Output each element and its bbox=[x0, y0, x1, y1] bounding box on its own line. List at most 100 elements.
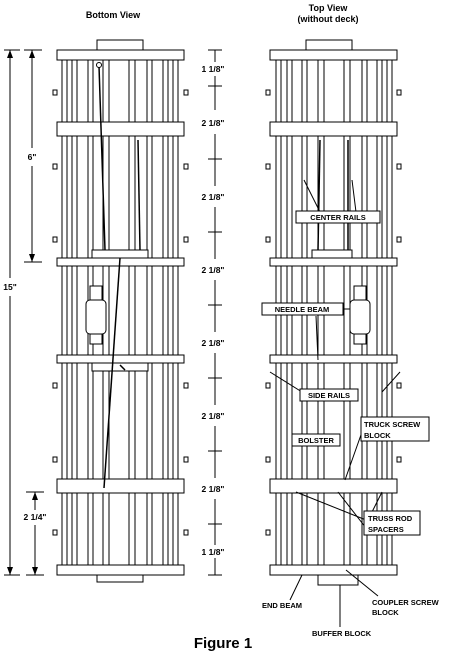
stud bbox=[52, 163, 58, 170]
stud bbox=[396, 163, 402, 170]
bolster-label: BOLSTER bbox=[298, 436, 334, 445]
bottom-view-frame bbox=[56, 39, 185, 583]
needle-beam-label: NEEDLE BEAM bbox=[275, 305, 330, 314]
stud bbox=[52, 456, 58, 463]
top-truss-rod bbox=[317, 139, 321, 251]
top-buffer-block-bottom bbox=[317, 574, 359, 586]
bottom-cross-beam bbox=[56, 478, 185, 494]
spacing-label: 1 1/8" bbox=[202, 64, 225, 74]
stud bbox=[265, 382, 271, 389]
six-inch-label: 6" bbox=[28, 152, 37, 162]
stud bbox=[265, 529, 271, 536]
callout-leaders bbox=[269, 179, 401, 627]
stud bbox=[183, 529, 189, 536]
bottom-sill bbox=[146, 59, 153, 566]
stud bbox=[396, 236, 402, 243]
stud bbox=[183, 236, 189, 243]
bottom-brake-lever bbox=[119, 364, 126, 371]
spacing-label: 1 1/8" bbox=[202, 547, 225, 557]
top-brake-cylinder bbox=[349, 299, 371, 335]
stud bbox=[52, 89, 58, 96]
center-rails-callout-box bbox=[295, 210, 381, 224]
top-side-sill bbox=[386, 59, 393, 566]
overall-length-label: 15" bbox=[3, 282, 17, 292]
bottom-truck-block bbox=[91, 249, 149, 259]
spacing-label: 2 1/8" bbox=[202, 338, 225, 348]
coupler-screw-block-label: COUPLER SCREW bbox=[372, 598, 440, 607]
stud bbox=[183, 163, 189, 170]
spacing-label: 2 1/8" bbox=[202, 192, 225, 202]
bottom-end-beam-bottom bbox=[56, 564, 185, 576]
bottom-truck-block bbox=[91, 362, 149, 372]
bottom-view-studs bbox=[52, 89, 189, 536]
truss-rod-spacers-callout-box bbox=[363, 510, 421, 536]
bottom-brake-cylinder-tail bbox=[89, 333, 103, 345]
top-cross-beam bbox=[269, 121, 398, 137]
bottom-brake-rod bbox=[103, 257, 121, 489]
top-brake-cylinder-head bbox=[353, 285, 367, 301]
spacing-label: 2 1/8" bbox=[202, 411, 225, 421]
side-rails-label: SIDE RAILS bbox=[308, 391, 350, 400]
stud bbox=[52, 529, 58, 536]
bottom-end-beam-top bbox=[56, 49, 185, 61]
truck-screw-block-callout-box bbox=[360, 416, 430, 442]
spacing-dimension-chain: 1 1/8" 2 1/8" 2 1/8" 2 1/8" 2 1/8" 2 1/8… bbox=[202, 49, 225, 576]
spacing-label: 2 1/8" bbox=[202, 118, 225, 128]
six-inch-dimension: 6" bbox=[24, 49, 42, 263]
truck-screw-block-label-2: BLOCK bbox=[364, 431, 391, 440]
end-beam-label: END BEAM bbox=[262, 601, 302, 610]
stud bbox=[265, 89, 271, 96]
stud bbox=[52, 236, 58, 243]
top-bolster bbox=[269, 478, 398, 494]
truss-rod-spacers-label-2: SPACERS bbox=[368, 525, 404, 534]
overall-dimension: 15" bbox=[3, 49, 20, 576]
figure-caption: Figure 1 bbox=[194, 635, 252, 652]
needle-beam-callout-box bbox=[261, 302, 344, 316]
bottom-bolster bbox=[56, 354, 185, 364]
two-quarter-dimension: 2 1/4" bbox=[24, 491, 47, 576]
top-end-beam-bottom bbox=[269, 564, 398, 576]
stud bbox=[265, 236, 271, 243]
bottom-cross-beam bbox=[56, 121, 185, 137]
stud bbox=[183, 89, 189, 96]
top-needle-beam bbox=[269, 257, 398, 267]
stud bbox=[52, 382, 58, 389]
bottom-brake-rod bbox=[137, 139, 141, 251]
bottom-view-heading: Bottom View bbox=[86, 10, 141, 20]
bottom-brake-rod bbox=[98, 65, 106, 251]
stud bbox=[396, 456, 402, 463]
bottom-brake-staff bbox=[96, 62, 102, 68]
top-brake-cylinder-tail bbox=[353, 333, 367, 345]
stud bbox=[183, 382, 189, 389]
callout-labels: CENTER RAILS NEEDLE BEAM SIDE RAILS TRUC… bbox=[261, 210, 440, 638]
top-view-heading: Top View bbox=[309, 3, 349, 13]
bottom-brake-cylinder-head bbox=[89, 285, 103, 301]
stud bbox=[265, 456, 271, 463]
stud bbox=[183, 456, 189, 463]
coupler-screw-block-label-2: BLOCK bbox=[372, 608, 399, 617]
top-sill bbox=[376, 59, 383, 566]
bottom-sill bbox=[61, 59, 68, 566]
bottom-sill bbox=[162, 59, 169, 566]
center-rails-label: CENTER RAILS bbox=[310, 213, 365, 222]
two-quarter-label: 2 1/4" bbox=[24, 512, 47, 522]
top-end-beam-top bbox=[269, 49, 398, 61]
truss-rod-spacers-label: TRUSS ROD bbox=[368, 514, 413, 523]
bottom-brake-cylinder bbox=[85, 299, 107, 335]
top-view-subheading: (without deck) bbox=[298, 14, 359, 24]
spacing-label: 2 1/8" bbox=[202, 265, 225, 275]
bolster-callout-box bbox=[291, 433, 341, 447]
spacing-label: 2 1/8" bbox=[202, 484, 225, 494]
side-rails-callout-box bbox=[299, 388, 359, 402]
stud bbox=[396, 382, 402, 389]
truck-screw-block-label: TRUCK SCREW bbox=[364, 420, 421, 429]
bottom-sill bbox=[172, 59, 179, 566]
stud bbox=[265, 163, 271, 170]
buffer-block-label: BUFFER BLOCK bbox=[312, 629, 372, 638]
stud bbox=[396, 89, 402, 96]
top-truck-block bbox=[311, 249, 353, 259]
bottom-center-sill bbox=[128, 59, 136, 566]
top-needle-beam bbox=[269, 354, 398, 364]
bottom-sill bbox=[71, 59, 78, 566]
